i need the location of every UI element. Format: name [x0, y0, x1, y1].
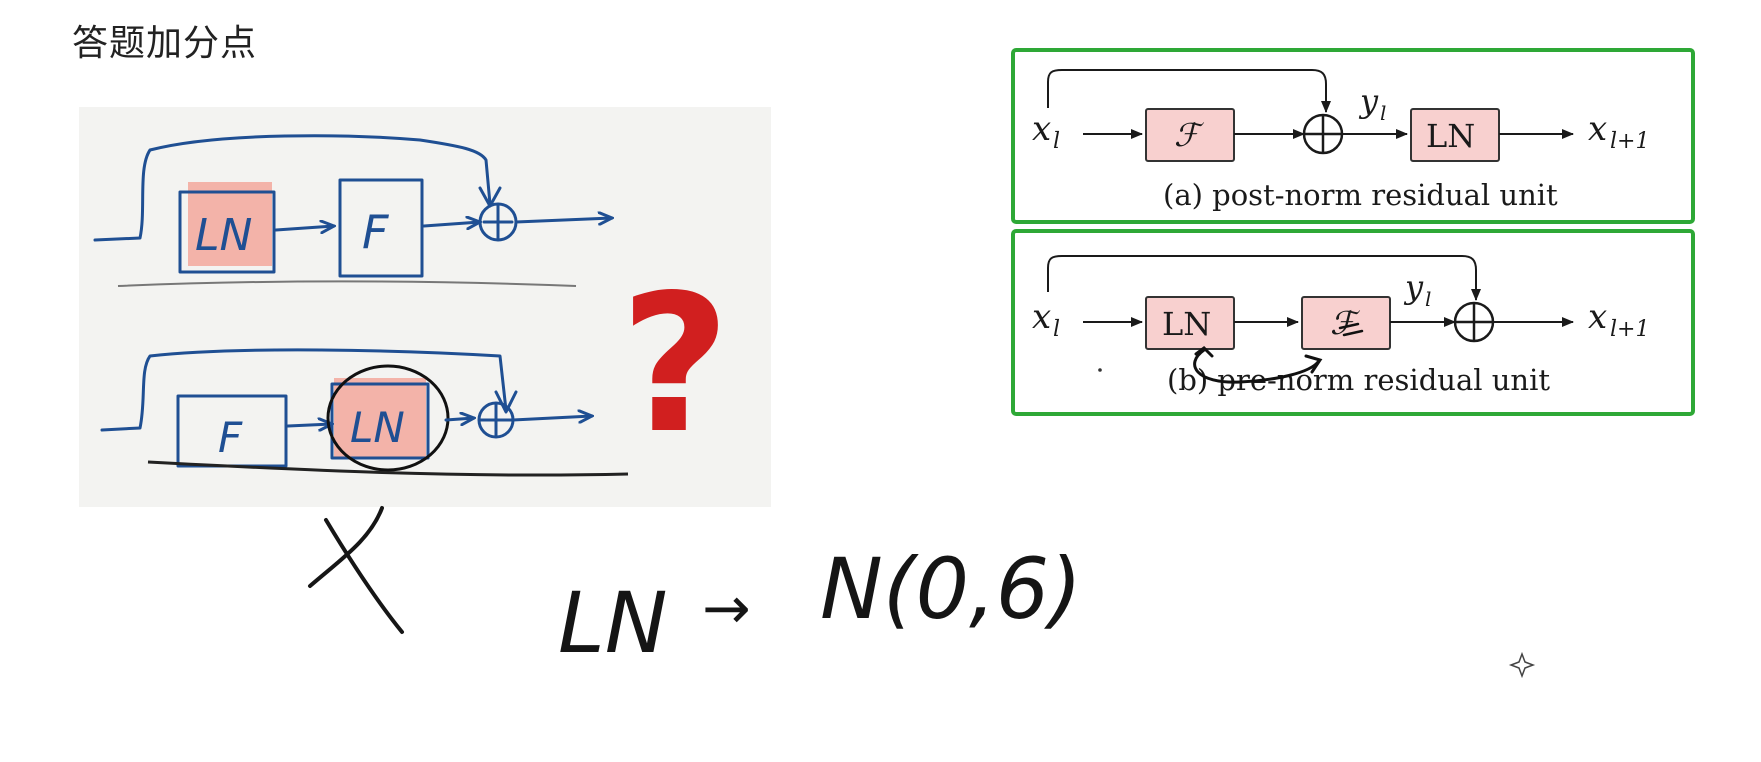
sketch-top-ln-box	[178, 190, 276, 274]
formula-arrow: →	[702, 574, 751, 642]
sketch-top-row: LN F	[93, 134, 612, 287]
sketch-bottom-ln-highlight	[334, 378, 426, 458]
sketch-top-f-label: F	[362, 205, 389, 259]
diagram-b-input-label: x	[1032, 297, 1051, 337]
diagram-b-ln-label: LN	[1162, 305, 1211, 343]
formula-rhs: N(0,6)	[820, 540, 1082, 638]
diagram-a-caption: (a) post-norm residual unit	[1163, 178, 1558, 212]
page-title: 答题加分点	[72, 23, 258, 64]
diagram-b-frame	[1011, 229, 1695, 416]
diagram-b-pre-norm: x l LN ℱ y l x l+1 (b) pre-norm residual…	[1011, 229, 1695, 416]
sketch-top-ln-highlight	[188, 182, 272, 266]
diagram-b-caption: (b) pre-norm residual unit	[1167, 363, 1550, 397]
diagram-a-post-norm: x l ℱ y l LN x l+1 (a) post-norm residua…	[1011, 48, 1695, 224]
diagram-b-y-label: y	[1403, 268, 1424, 306]
sketch-top-f-box	[338, 178, 424, 278]
diagram-a-frame	[1011, 48, 1695, 224]
diagram-a-y-label: y	[1358, 82, 1379, 120]
sketch-bottom-ln-box	[330, 382, 430, 460]
sketch-bottom-ln-label: LN	[350, 403, 405, 452]
diagram-a-y-sub: l	[1380, 101, 1386, 125]
sketch-bottom-ln-circle	[326, 364, 450, 472]
formula-lhs: LN	[558, 574, 668, 672]
sketch-bottom-row: F LN	[100, 348, 629, 477]
sketch-bottom-f-label: F	[218, 413, 243, 462]
sparkle-icon	[1508, 651, 1536, 679]
question-mark: ?	[620, 254, 730, 475]
diagram-a-output-label: x	[1588, 109, 1607, 149]
diagram-a-input-label: x	[1032, 109, 1051, 149]
sketch-top-ln-label: LN	[195, 210, 252, 261]
diagram-a-output-sub: l+1	[1610, 129, 1649, 154]
cross-mark-text: X	[0, 0, 1, 1]
cross-mark: X	[0, 0, 404, 634]
diagram-b-y-sub: l	[1425, 287, 1431, 311]
diagram-b-swap-arrow	[1193, 348, 1320, 384]
diagram-b-output-label: x	[1588, 297, 1607, 337]
diagram-b-input-sub: l	[1053, 317, 1060, 342]
diagram-a-input-sub: l	[1053, 129, 1060, 154]
diagram-b-output-sub: l+1	[1610, 317, 1649, 342]
stray-dot	[1098, 368, 1102, 372]
diagram-a-ln-label: LN	[1426, 117, 1475, 155]
formula: LN → N(0,6)	[558, 540, 1082, 672]
